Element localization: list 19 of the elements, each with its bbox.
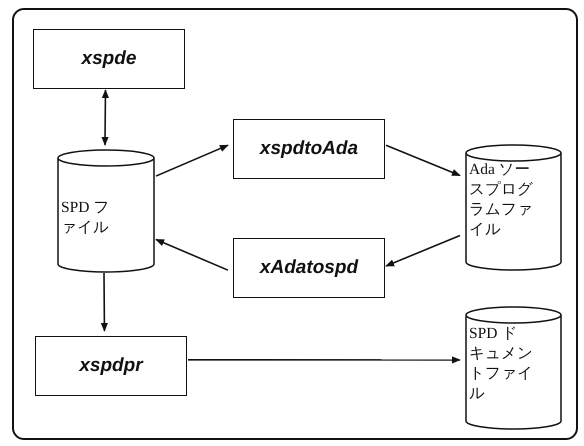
program-box xyxy=(35,336,187,396)
program-name: xAdatospd xyxy=(260,257,358,279)
program-box xyxy=(233,238,385,298)
arrow xyxy=(101,89,109,146)
system-frame xyxy=(12,8,578,440)
program-name: xspdpr xyxy=(79,355,143,377)
arrow xyxy=(155,238,228,271)
arrow xyxy=(385,234,460,267)
arrow xyxy=(188,356,461,364)
program-box xyxy=(233,119,385,179)
arrow xyxy=(100,273,108,332)
program-name: xspde xyxy=(82,48,136,70)
file-label: Ada ソースプログラムファイル xyxy=(469,160,533,240)
file-label: SPD ファイル xyxy=(61,198,110,238)
file-label: SPD ドキュメントファイル xyxy=(469,324,533,404)
arrow xyxy=(386,144,461,176)
program-box xyxy=(33,29,185,89)
program-name: xspdtoAda xyxy=(260,138,358,160)
arrow xyxy=(156,144,229,177)
